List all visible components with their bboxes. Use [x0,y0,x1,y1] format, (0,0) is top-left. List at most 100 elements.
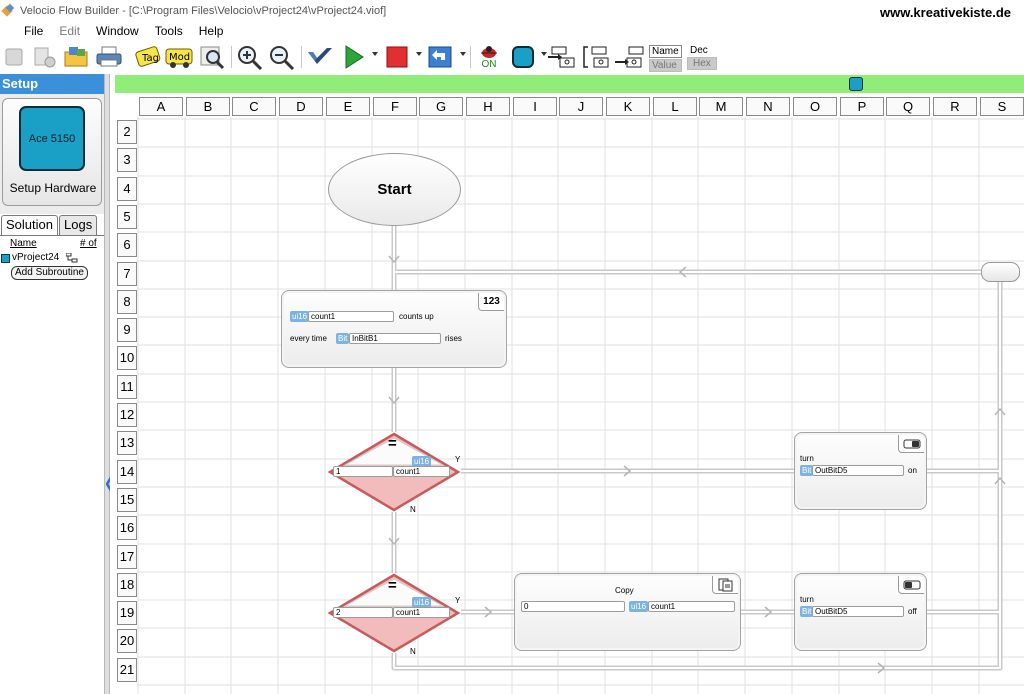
copy-block[interactable]: Copy 0 ui16 count1 [514,573,741,651]
program-download-icon[interactable] [305,44,335,70]
hardware-chip-icon: Ace 5150 [19,106,85,171]
row-header: 13 [117,431,137,455]
zoom-in-icon[interactable] [235,44,265,70]
turn-off-bit-field[interactable]: OutBitD5 [812,606,904,617]
decision-1-right[interactable]: count1 [393,466,450,477]
loop-connector[interactable] [981,262,1020,282]
turn-on-state: on [908,466,917,475]
setup-hardware-button[interactable]: Ace 5150 Setup Hardware [2,98,102,206]
flow-arrow-icon [877,662,886,674]
dec-hex-toggle[interactable]: Dec Hex [687,45,717,70]
row-header: 6 [117,233,137,257]
counter-block[interactable]: 123 ui16 count1 counts up every time Bit… [281,290,507,368]
debug-on-label: ON [481,58,497,70]
decision-1-operator: = [388,435,397,452]
copy-dest-field[interactable]: count1 [648,601,735,612]
hex-toggle[interactable]: Hex [687,57,717,70]
row-header: 14 [117,460,137,484]
tab-logs[interactable]: Logs [59,215,98,235]
row-header: 8 [117,290,137,314]
column-header: B [186,97,230,116]
inspect-icon[interactable] [197,44,227,70]
menu-tools[interactable]: Tools [154,23,183,38]
rises-text: rises [445,334,462,343]
turn-on-block[interactable]: turn Bit OutBitD5 on [794,432,927,510]
decision-2-yes: Y [455,596,461,605]
setup-panel: Ace 5150 Setup Hardware [0,94,104,214]
step-back-dropdown-icon[interactable] [460,52,466,56]
shape-select-icon[interactable] [509,44,537,70]
flow-arrow-icon [994,407,1006,416]
shape-dropdown-icon[interactable] [541,52,547,56]
setup-hardware-label: Setup Hardware [9,181,97,195]
column-name-header[interactable]: Name [10,238,37,249]
open-folder-icon[interactable] [62,44,92,70]
row-header: 2 [117,120,137,144]
column-header: A [139,97,183,116]
connector-wire [393,271,981,290]
step-back-icon[interactable] [427,44,453,70]
decision-1-type: ui16 [412,456,432,467]
name-value-toggle[interactable]: Name Value [649,45,682,72]
counter-bit-field[interactable]: InBitB1 [349,333,441,344]
project-tree-icon [66,253,78,263]
column-header: N [746,97,790,116]
column-header: D [279,97,323,116]
subroutine-2-icon[interactable] [582,44,616,70]
decision-1-left[interactable]: 1 [333,466,393,477]
decision-2-left[interactable]: 2 [333,607,393,618]
flow-arrow-icon [388,396,400,405]
column-header: G [419,97,463,116]
solution-tree: Name # of vProject24 Add Subroutine [0,235,104,694]
counter-var-type: ui16 [290,311,310,322]
row-header: 17 [117,545,137,569]
subroutine-1-icon[interactable] [548,44,582,70]
zoom-out-icon[interactable] [267,44,297,70]
turn-on-bit-field[interactable]: OutBitD5 [812,465,904,476]
column-header: M [699,97,743,116]
panel-splitter[interactable] [104,74,110,694]
value-toggle[interactable]: Value [649,59,682,72]
menu-edit[interactable]: Edit [59,23,81,38]
tab-solution[interactable]: Solution [1,215,58,235]
dec-toggle[interactable]: Dec [690,45,708,56]
row-header: 21 [117,658,137,682]
row-header: 16 [117,516,137,540]
tag-icon[interactable]: Tag [133,44,163,70]
debug-on-icon[interactable]: ON [474,44,504,70]
decision-2-operator: = [388,577,397,594]
column-header: I [513,97,557,116]
new-project-icon[interactable] [2,44,28,70]
column-header: H [466,97,510,116]
setup-header: Setup [0,74,104,94]
row-header: 19 [117,601,137,625]
stop-dropdown-icon[interactable] [416,52,422,56]
print-icon[interactable] [94,44,124,70]
decision-2-right[interactable]: count1 [393,607,450,618]
add-file-icon[interactable] [30,44,58,70]
copy-source-field[interactable]: 0 [521,601,625,612]
run-dropdown-icon[interactable] [372,52,378,56]
flow-arrow-icon [388,255,400,264]
stop-icon[interactable] [383,44,411,70]
connector-wire [927,282,1001,613]
copy-title: Copy [615,586,634,595]
project-item[interactable]: vProject24 [12,252,60,263]
menu-window[interactable]: Window [96,23,139,38]
name-toggle[interactable]: Name [649,45,682,58]
add-subroutine-button[interactable]: Add Subroutine [11,266,88,280]
subroutine-3-icon[interactable] [615,44,649,70]
turn-off-block[interactable]: turn Bit OutBitD5 off [794,573,927,651]
column-count-header[interactable]: # of [80,238,97,249]
hardware-model: Ace 5150 [28,132,76,145]
counter-var-field[interactable]: count1 [308,311,394,322]
mod-icon[interactable]: Mod [164,44,194,70]
menu-help[interactable]: Help [198,23,224,38]
column-header: R [933,97,977,116]
switch-icon [898,576,924,594]
run-icon[interactable] [340,44,366,70]
menu-file[interactable]: File [24,23,44,38]
start-node[interactable]: Start [328,153,461,226]
turn-on-bit-type: Bit [800,465,814,476]
decision-1-yes: Y [455,455,461,464]
